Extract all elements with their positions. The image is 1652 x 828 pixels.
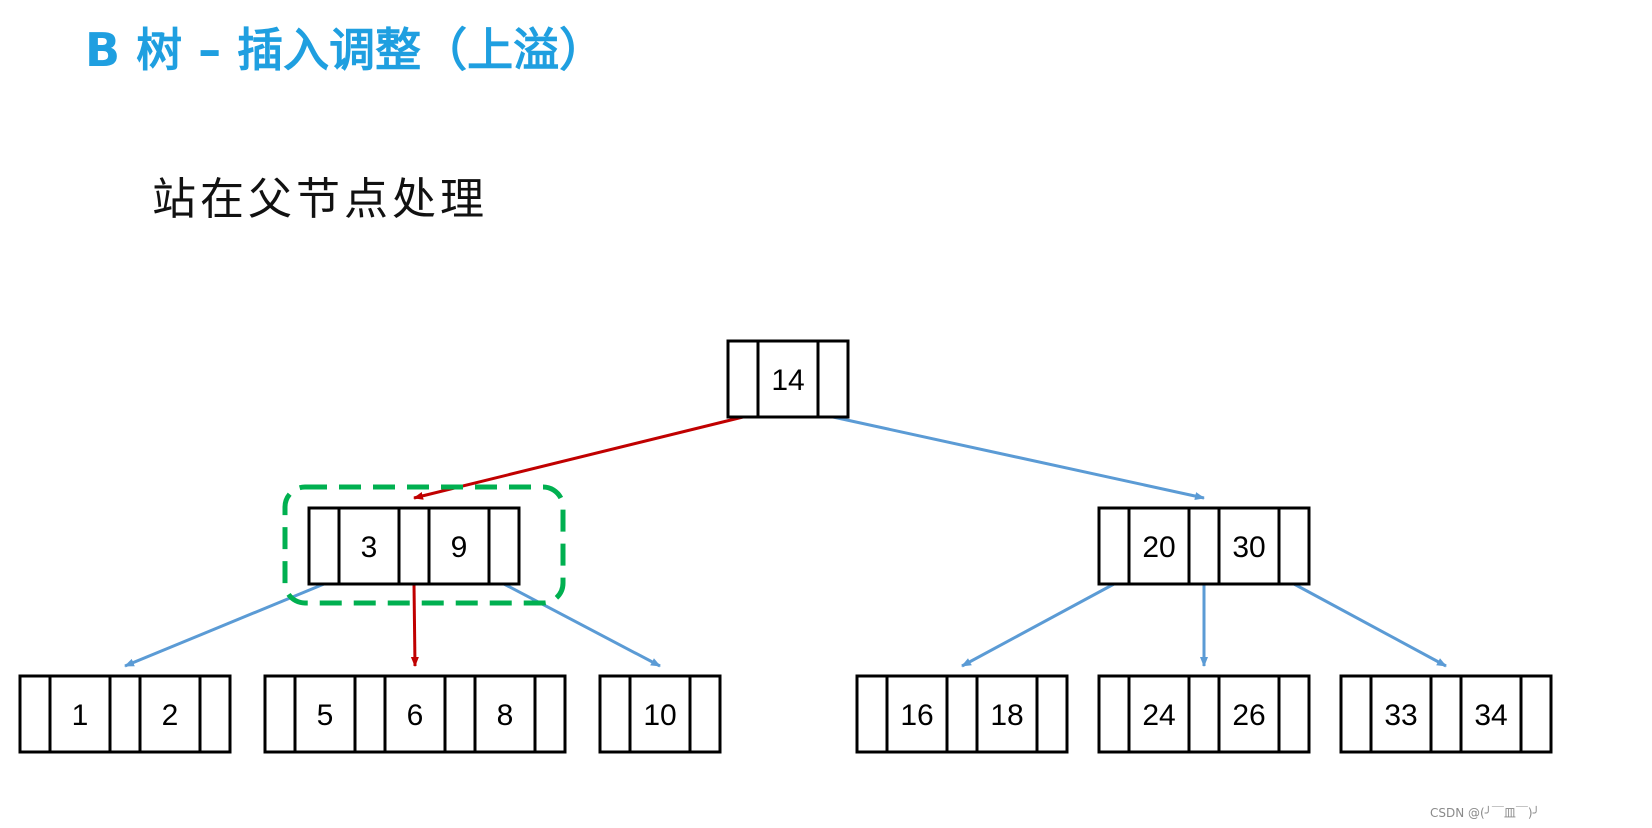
node-box (263, 674, 567, 754)
node-box (1097, 506, 1311, 586)
slide-subtitle: 站在父节点处理 (152, 174, 488, 225)
node-key: 2 (162, 699, 179, 732)
node-box (1339, 674, 1553, 754)
node-key: 8 (497, 699, 514, 732)
tree-edge-n14-n20_30 (832, 415, 1205, 500)
tree-edge-n20_30-n33_34 (1293, 582, 1447, 668)
node-box (726, 339, 850, 419)
node-box (307, 506, 521, 586)
node-key: 34 (1474, 699, 1507, 732)
tree-node-n10: 10 (598, 674, 722, 754)
node-key: 3 (361, 531, 378, 564)
node-key: 5 (317, 699, 334, 732)
node-box (18, 674, 232, 754)
node-key: 6 (407, 699, 424, 732)
tree-edge-n3_9-n10 (503, 582, 661, 668)
tree-node-n5_6_8: 5 6 8 (263, 674, 567, 754)
tree-edge-n3_9-n5_6_8 (410, 583, 419, 667)
tree-node-n24_26: 24 26 (1097, 674, 1311, 754)
node-key: 33 (1384, 699, 1417, 732)
tree-node-n33_34: 33 34 (1339, 674, 1553, 754)
node-box (1097, 674, 1311, 754)
edges-layer (124, 415, 1447, 668)
node-key: 1 (72, 699, 89, 732)
node-key: 10 (643, 699, 676, 732)
node-box (855, 674, 1069, 754)
node-key: 24 (1142, 699, 1175, 732)
highlight-box (282, 484, 566, 606)
node-key: 16 (900, 699, 933, 732)
node-key: 30 (1232, 531, 1265, 564)
node-box (598, 674, 722, 754)
node-key: 26 (1232, 699, 1265, 732)
node-key: 18 (990, 699, 1023, 732)
slide-title: B 树 – 插入调整（上溢） (85, 23, 606, 77)
node-key: 14 (771, 364, 804, 397)
tree-edge-n14-n3_9 (413, 415, 744, 500)
highlight-layer (282, 484, 566, 606)
tree-edge-n20_30-n16_18 (961, 582, 1115, 668)
node-key: 20 (1142, 531, 1175, 564)
tree-node-n14: 14 (726, 339, 850, 419)
watermark: CSDN @(╯￣皿￣)╯ (1430, 806, 1540, 820)
tree-edge-n3_9-n1_2 (124, 582, 325, 668)
node-key: 9 (451, 531, 468, 564)
